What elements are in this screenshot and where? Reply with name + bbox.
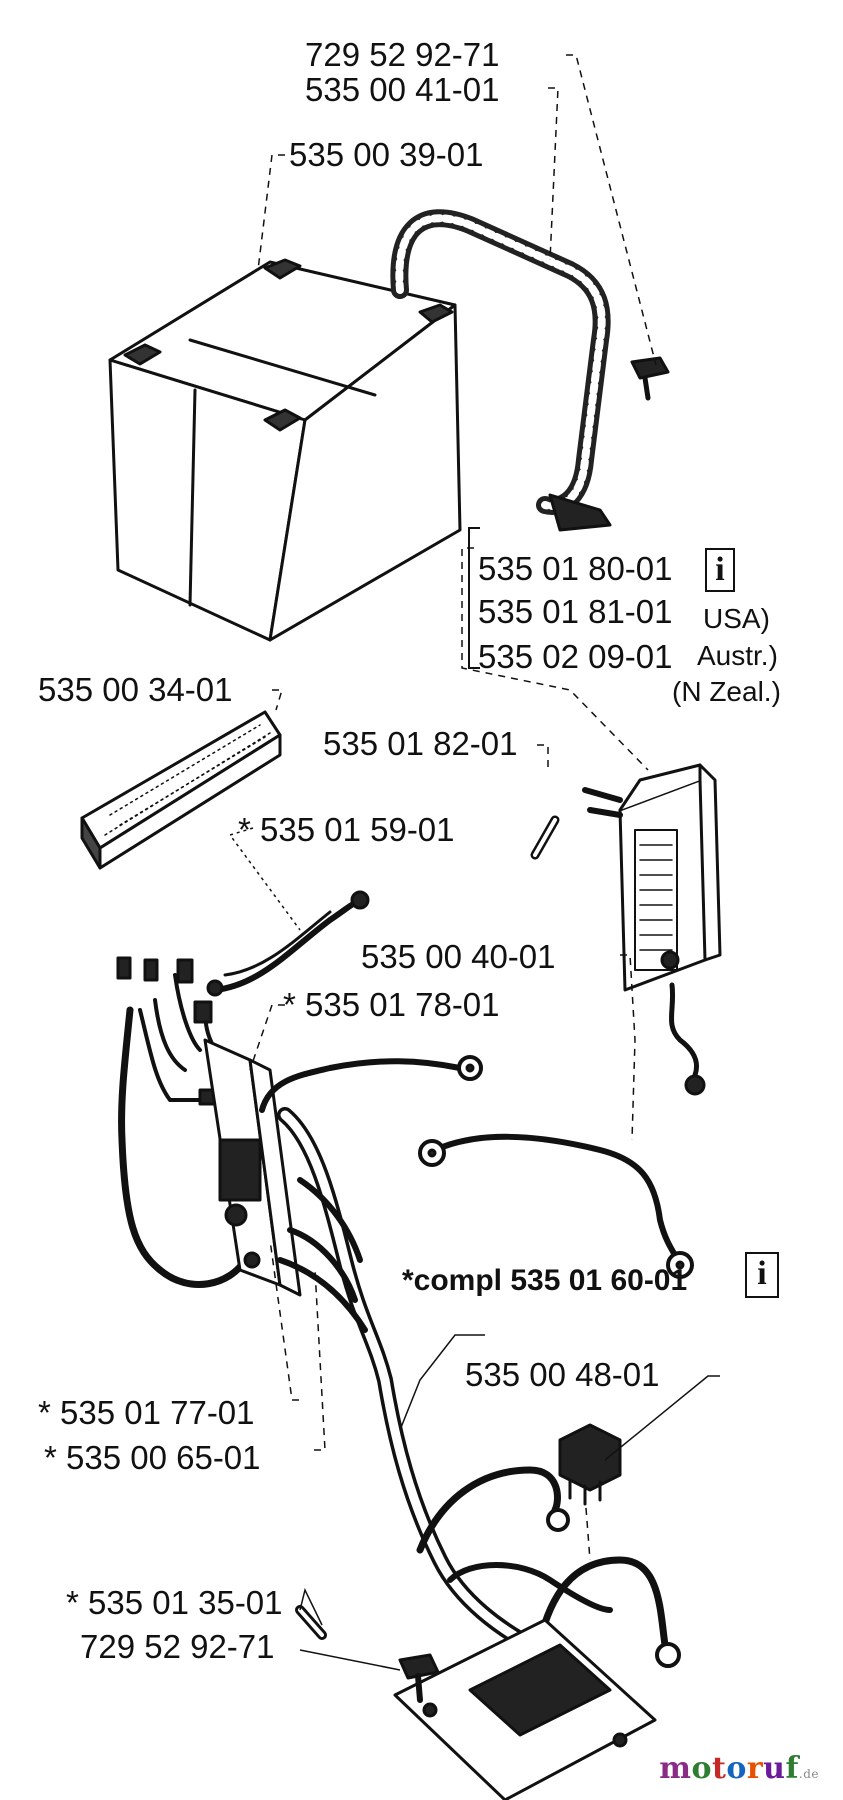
label-535-01-82-01: 535 01 82-01 — [323, 725, 518, 762]
label-nzeal: (N Zeal.) — [672, 676, 781, 707]
label-535-00-40-01: 535 00 40-01 — [361, 938, 556, 975]
cable-40-01 — [418, 1133, 694, 1279]
screw-top — [630, 356, 670, 401]
label-535-01-80-01: 535 01 80-01 — [478, 550, 673, 587]
cable-bundle — [277, 1107, 681, 1668]
motoruf-logo: motoruf.de — [659, 1751, 819, 1786]
battery-strap — [390, 209, 612, 532]
label-535-01-78-01: * 535 01 78-01 — [283, 986, 500, 1023]
label-usa: USA) — [703, 603, 770, 634]
charger — [582, 763, 722, 1096]
label-535-00-34-01: 535 00 34-01 — [38, 671, 233, 708]
pin-bottom — [295, 1605, 327, 1640]
relay — [558, 1423, 622, 1506]
cable-59-01 — [206, 890, 370, 997]
label-535-01-81-01: 535 01 81-01 — [478, 593, 673, 630]
wire-harness — [116, 956, 249, 1288]
label-535-00-48-01: 535 00 48-01 — [465, 1356, 660, 1393]
label-535-01-77-01: * 535 01 77-01 — [38, 1394, 255, 1431]
note-symbol-compl: i — [745, 1252, 779, 1298]
foam-strip — [80, 710, 282, 870]
label-535-01-59-01: * 535 01 59-01 — [238, 811, 455, 848]
label-729-52-92-71-top: 729 52 92-71 — [305, 36, 500, 73]
control-box — [203, 1038, 302, 1297]
pin-small — [530, 815, 560, 860]
screw-bottom — [398, 1653, 440, 1703]
label-535-01-35-01: * 535 01 35-01 — [66, 1584, 283, 1621]
bracket-variants — [468, 527, 480, 669]
base-plate — [393, 1618, 657, 1800]
label-535-00-39-01: 535 00 39-01 — [289, 136, 484, 173]
battery — [108, 258, 462, 642]
label-535-00-65-01: * 535 00 65-01 — [44, 1439, 261, 1476]
label-compl-535-01-60-01: *compl 535 01 60-01 — [402, 1264, 688, 1297]
leader-lines — [228, 54, 720, 1671]
label-729-52-92-71-bottom: 729 52 92-71 — [80, 1628, 275, 1665]
label-austr: Austr.) — [697, 640, 778, 671]
cable-78-01 — [259, 1055, 483, 1113]
note-symbol-top: i — [705, 548, 735, 592]
label-535-00-41-01: 535 00 41-01 — [305, 71, 500, 108]
label-535-02-09-01: 535 02 09-01 — [478, 638, 673, 675]
